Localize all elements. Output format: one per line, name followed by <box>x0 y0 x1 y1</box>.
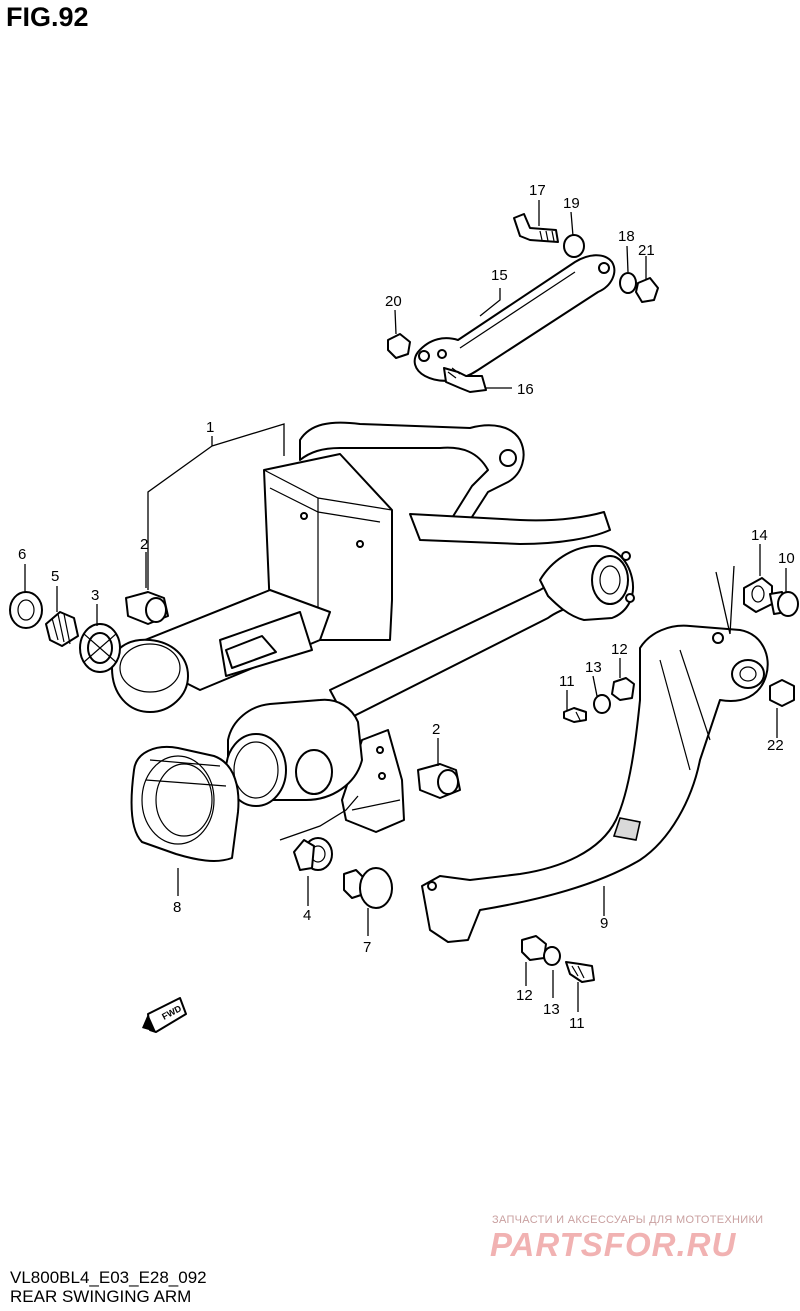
collar-part-12-lower[interactable] <box>521 935 547 961</box>
collar-part-12[interactable] <box>611 677 635 701</box>
callout-9: 9 <box>600 915 608 932</box>
bolt-part-16[interactable] <box>443 367 487 393</box>
cushion-rod-part-15[interactable] <box>413 254 616 382</box>
callout-17: 17 <box>529 182 546 199</box>
model-code: VL800BL4_E03_E28_092 <box>10 1268 207 1287</box>
callout-13-lower: 13 <box>543 1001 560 1018</box>
callout-21: 21 <box>638 242 655 259</box>
pivot-bolt-part-7[interactable] <box>343 867 393 909</box>
callout-8: 8 <box>173 899 181 916</box>
bolt-part-11[interactable] <box>563 707 587 723</box>
bearing-part-2-lower[interactable] <box>417 763 461 799</box>
bolt-part-10[interactable] <box>769 591 799 617</box>
callout-3: 3 <box>91 587 99 604</box>
washer-part-19[interactable] <box>563 234 585 258</box>
bolt-part-11-lower[interactable] <box>565 961 595 983</box>
bearing-part-2[interactable] <box>125 591 169 625</box>
callout-15: 15 <box>491 267 508 284</box>
washer-part-13[interactable] <box>593 694 611 714</box>
watermark-brand: PARTSFOR.RU <box>490 1226 737 1263</box>
bearing-part-3[interactable] <box>79 623 121 673</box>
callout-16: 16 <box>517 381 534 398</box>
callout-labels: 17 19 18 21 15 20 16 1 6 2 5 3 14 10 12 … <box>18 182 795 1032</box>
nut-part-20[interactable] <box>387 333 411 359</box>
washer-part-13-lower[interactable] <box>543 946 561 966</box>
callout-12-lower: 12 <box>516 987 533 1004</box>
bearing-part-4[interactable] <box>293 837 333 871</box>
callout-2: 2 <box>140 536 148 553</box>
watermark-tagline: ЗАПЧАСТИ И АКСЕССУАРЫ ДЛЯ МОТОТЕХНИКИ <box>492 1214 764 1226</box>
callout-11-lower: 11 <box>569 1015 585 1032</box>
pivot-adjuster-part-5[interactable] <box>45 611 79 647</box>
callout-12: 12 <box>611 641 628 658</box>
callout-11: 11 <box>559 673 575 690</box>
callout-22: 22 <box>767 737 784 754</box>
leader-lines <box>24 200 787 1012</box>
nut-part-22[interactable] <box>769 679 795 707</box>
callout-7: 7 <box>363 939 371 956</box>
callout-4: 4 <box>303 907 311 924</box>
assembly-name: REAR SWINGING ARM <box>10 1287 192 1306</box>
callout-10: 10 <box>778 550 795 567</box>
lock-nut-part-6[interactable] <box>9 591 43 629</box>
callout-20: 20 <box>385 293 402 310</box>
swinging-arm-part-1[interactable] <box>110 421 635 833</box>
callout-6: 6 <box>18 546 26 563</box>
boot-part-8[interactable] <box>130 746 240 862</box>
figure-title: FIG.92 <box>6 2 89 32</box>
forward-arrow-icon: FWD <box>142 997 187 1033</box>
bolt-part-17[interactable] <box>513 213 559 243</box>
cushion-lever-part-9[interactable] <box>421 624 769 943</box>
callout-14: 14 <box>751 527 768 544</box>
callout-13: 13 <box>585 659 602 676</box>
nut-part-21[interactable] <box>635 277 659 303</box>
washer-part-18[interactable] <box>619 272 637 294</box>
callout-2-lower: 2 <box>432 721 440 738</box>
callout-5: 5 <box>51 568 59 585</box>
bushing-part-14[interactable] <box>743 577 773 613</box>
callout-1: 1 <box>206 419 214 436</box>
callout-19: 19 <box>563 195 580 212</box>
callout-18: 18 <box>618 228 635 245</box>
